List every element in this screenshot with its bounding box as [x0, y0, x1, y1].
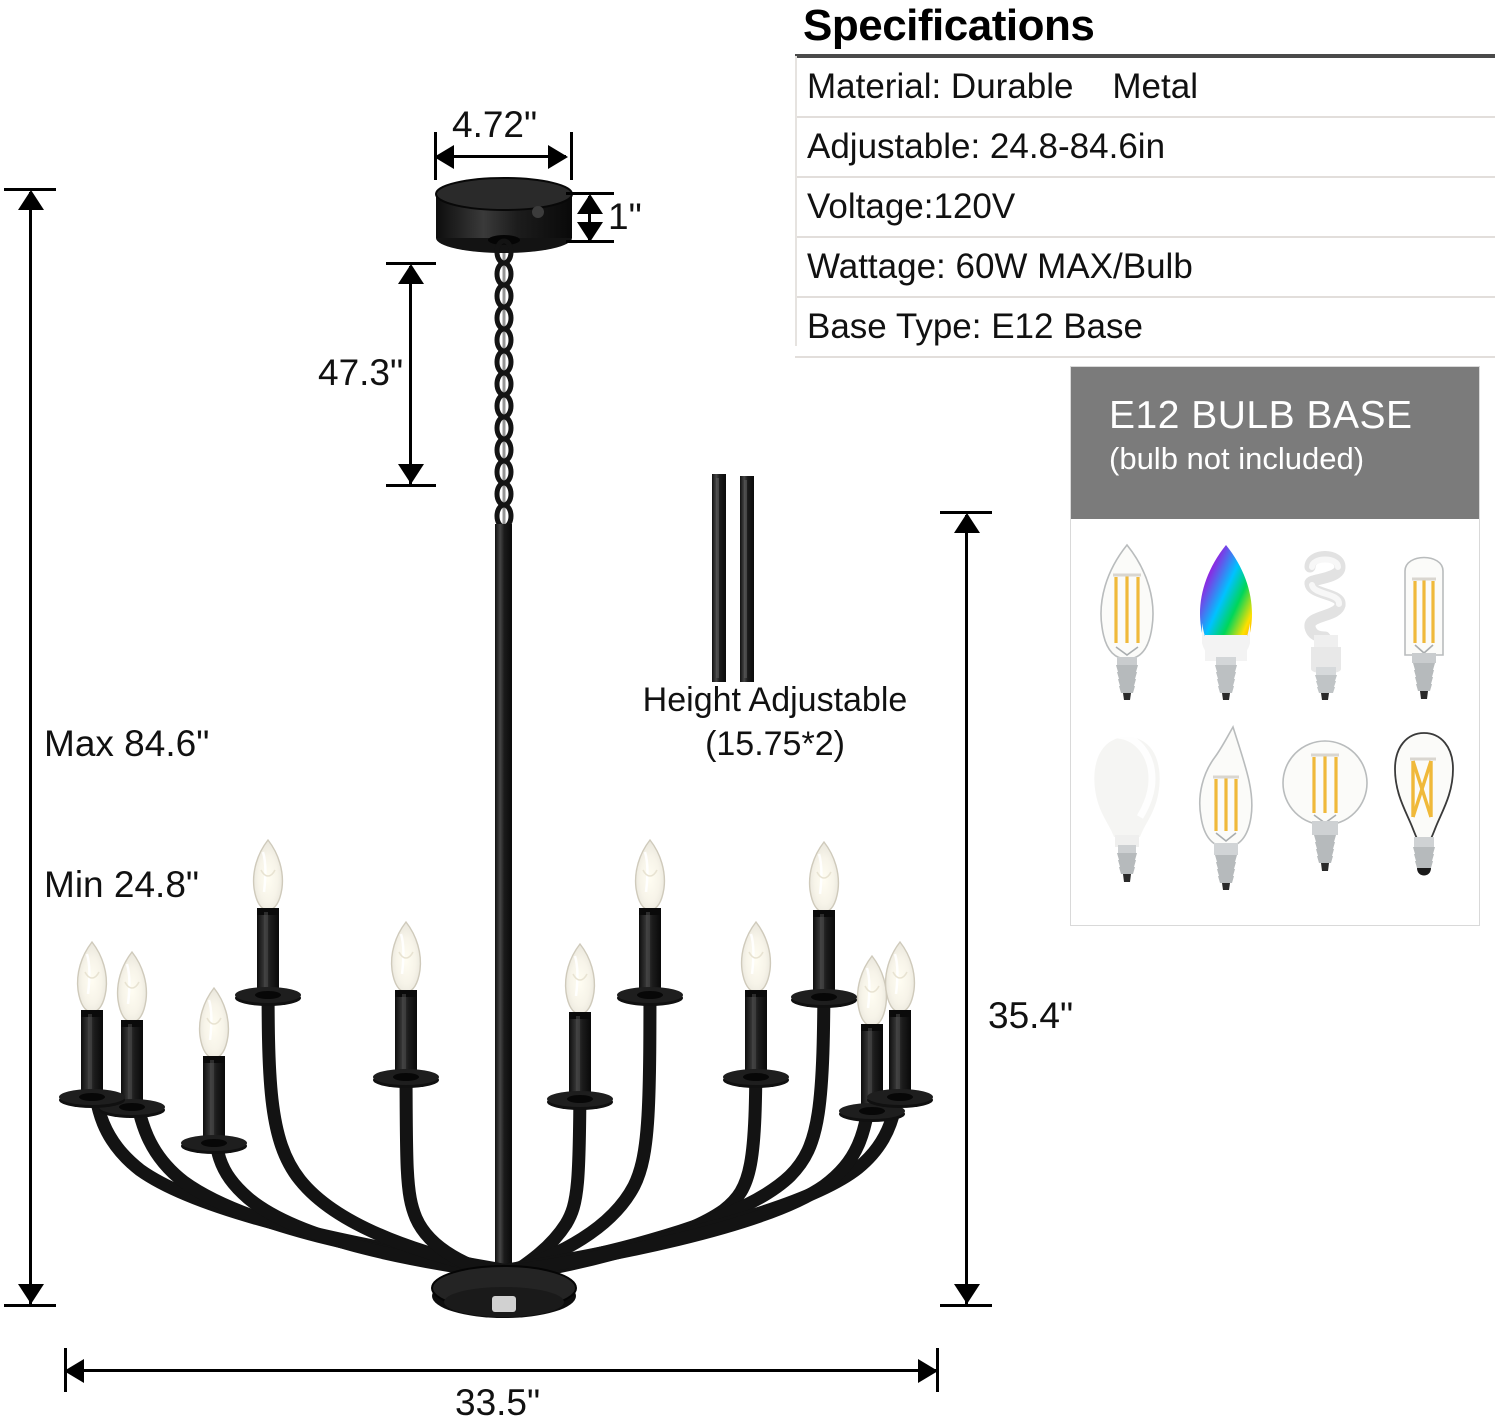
rgb-smart-candle-bulb [1176, 531, 1275, 721]
candle-light-upper-right [789, 840, 859, 1010]
e12-heading-primary: E12 BULB BASE [1109, 394, 1413, 437]
chain-cap-bottom [386, 484, 436, 487]
spec-row-material: Material: Durable Metal [795, 58, 1495, 118]
specifications-title-rule [795, 54, 1495, 58]
fixture-height-cap-top [940, 511, 992, 514]
overall-max-label: Max 84.6" [44, 723, 210, 764]
globe-filament-bulb [1275, 721, 1374, 911]
candle-light-upper-center [615, 838, 685, 1008]
spec-row-adjustable: Adjustable: 24.8-84.6in [795, 118, 1495, 178]
chain-cap-top [386, 262, 436, 265]
fixture-height-line [965, 515, 968, 1304]
spec-row-wattage: Wattage: 60W MAX/Bulb [795, 238, 1495, 298]
canopy-height-line [588, 196, 591, 240]
fixture-height-arrow-down [954, 1284, 980, 1304]
canopy-width-label: 4.72" [452, 104, 538, 145]
center-down-rod [495, 524, 512, 1264]
e12-bulb-panel: E12 BULB BASE (bulb not included) [1070, 366, 1480, 926]
specifications-panel: Specifications Material: Durable Metal A… [795, 0, 1495, 358]
chain-arrow-down [398, 464, 424, 484]
edison-st64-bulb [1374, 721, 1473, 911]
canopy-width-line [440, 155, 566, 158]
canopy-width-arrow-right [548, 145, 568, 169]
overall-arrow-up [18, 190, 44, 210]
e12-heading-secondary: (bulb not included) [1109, 441, 1365, 476]
fixture-width-arrow-right [918, 1359, 938, 1383]
spec-row-base-type: Base Type: E12 Base [795, 298, 1495, 358]
specifications-left-edge [795, 56, 797, 346]
specifications-title: Specifications [803, 1, 1095, 50]
chain-arrow-up [398, 264, 424, 284]
fixture-width-line [70, 1369, 936, 1372]
rod-label-line1: Height Adjustable [642, 681, 908, 719]
spec-row-voltage: Voltage:120V [795, 178, 1495, 238]
overall-min-label: Min 24.8" [44, 864, 200, 905]
fixture-height-label: 35.4" [988, 995, 1074, 1036]
tubular-filament-bulb [1374, 531, 1473, 721]
suspension-chain [494, 238, 514, 530]
overall-arrow-down [18, 1284, 44, 1304]
ceiling-canopy [435, 177, 573, 253]
overall-cap-top [4, 188, 56, 191]
center-hub [431, 1265, 577, 1318]
e12-bulb-grid [1071, 519, 1479, 911]
fixture-height-cap-bottom [940, 1304, 992, 1307]
canopy-height-label: 1" [608, 196, 642, 237]
fixture-width-label: 33.5" [455, 1382, 541, 1423]
flame-tip-filament-bulb [1176, 721, 1275, 911]
chain-length-line [409, 266, 412, 484]
fixture-width-arrow-left [64, 1359, 84, 1383]
candle-filament-bulb [1077, 531, 1176, 721]
candle-light-inner-right [721, 920, 791, 1090]
chandelier-arms [85, 951, 907, 1285]
rod-label-line2: (15.75*2) [705, 725, 845, 763]
frosted-a-shape-bulb [1077, 721, 1176, 911]
e12-bulb-panel-header: E12 BULB BASE (bulb not included) [1071, 367, 1479, 519]
cfl-spiral-bulb [1275, 531, 1374, 721]
extension-rods [712, 474, 754, 682]
candle-light-inner-left [371, 920, 441, 1090]
chain-length-label: 47.3" [318, 352, 404, 393]
canopy-height-arrow-down [577, 222, 603, 242]
candle-light-upper-left [233, 838, 303, 1008]
candle-light-inner-center [545, 942, 615, 1112]
chandelier-illustration [57, 177, 935, 1318]
overall-height-line [29, 192, 32, 1304]
overall-cap-bottom [4, 1304, 56, 1307]
canopy-width-cap-right [570, 132, 573, 180]
fixture-height-arrow-up [954, 513, 980, 533]
canopy-height-arrow-up [577, 194, 603, 214]
candle-light-left-3 [179, 986, 249, 1156]
canopy-width-arrow-left [434, 145, 454, 169]
canopy-height-cap-top [566, 192, 614, 195]
